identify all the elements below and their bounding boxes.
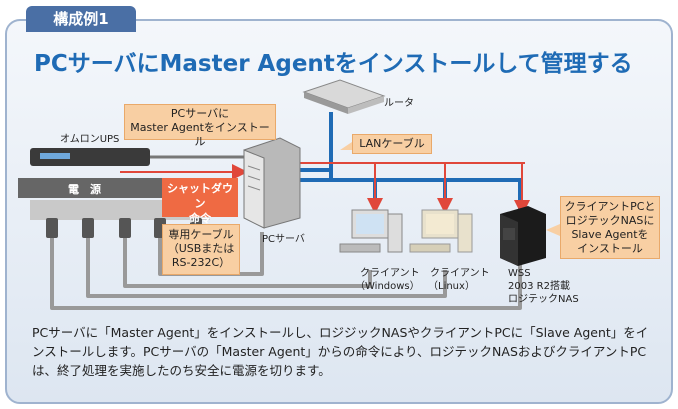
client-windows-label-2: （Windows） xyxy=(355,281,420,292)
client-linux-label-2: （Linux） xyxy=(428,281,475,292)
slave-agent-line-2: ロジテックNASに xyxy=(565,214,655,227)
power-label: 電 源 xyxy=(68,183,101,196)
slave-agent-line-1: クライアントPCと xyxy=(564,200,656,213)
install-master-callout: PCサーバに Master Agentをインストール xyxy=(124,104,276,148)
description-text: PCサーバに「Master Agent」をインストールし、ロジジックNASやクラ… xyxy=(32,325,649,378)
cable-type-line-3: RS-232C） xyxy=(171,256,231,269)
plug xyxy=(119,218,131,238)
cable-type-line-2: （USBまたは xyxy=(167,242,235,255)
nas-device xyxy=(500,206,546,266)
ups-device xyxy=(30,148,150,166)
pc-server-device xyxy=(243,137,301,229)
command-arrows xyxy=(120,162,530,216)
client-windows-label-1: クライアント xyxy=(360,268,420,279)
slave-callout-pointer xyxy=(546,224,560,236)
plug xyxy=(82,218,94,238)
lan-cable-callout: LANケーブル xyxy=(352,134,432,154)
slave-agent-line-3: Slave Agentを xyxy=(571,228,649,241)
windows-client-device xyxy=(339,209,403,253)
pc-server-label: PCサーバ xyxy=(262,234,305,245)
client-linux-label-1: クライアント xyxy=(430,268,490,279)
wss-label-2: 2003 R2搭載 xyxy=(508,281,570,292)
shutdown-line-2: 命令 xyxy=(189,212,211,225)
wss-label-1: WSS xyxy=(508,268,531,279)
figure-tab: 構成例1 xyxy=(26,6,136,32)
shutdown-line-1: シャットダウン xyxy=(167,182,233,210)
linux-client-device xyxy=(409,209,473,253)
install-master-line-2: Master Agentをインストール xyxy=(130,121,270,148)
figure-title: PCサーバにMaster Agentをインストールして管理する xyxy=(34,51,633,77)
cable-type-line-1: 専用ケーブル xyxy=(168,228,234,241)
shutdown-callout: シャットダウン 命令 xyxy=(162,178,238,225)
power-cable-linux xyxy=(86,236,447,298)
cable-type-callout: 専用ケーブル （USBまたは RS-232C） xyxy=(162,224,240,275)
ups-display xyxy=(40,153,70,159)
power-cable-nas xyxy=(50,236,522,310)
router-label: ルータ xyxy=(384,98,414,109)
slave-agent-callout: クライアントPCと ロジテックNASに Slave Agentを インストール xyxy=(560,196,660,259)
power-cable-windows xyxy=(123,236,372,288)
ups-label: オムロンUPS xyxy=(60,134,120,145)
lan-callout-pointer xyxy=(340,142,352,150)
plug xyxy=(46,218,58,238)
install-master-line-1: PCサーバに xyxy=(170,107,230,120)
slave-agent-line-4: インストール xyxy=(577,242,643,255)
router-device xyxy=(302,79,386,114)
wss-label-3: ロジテックNAS xyxy=(508,294,579,305)
